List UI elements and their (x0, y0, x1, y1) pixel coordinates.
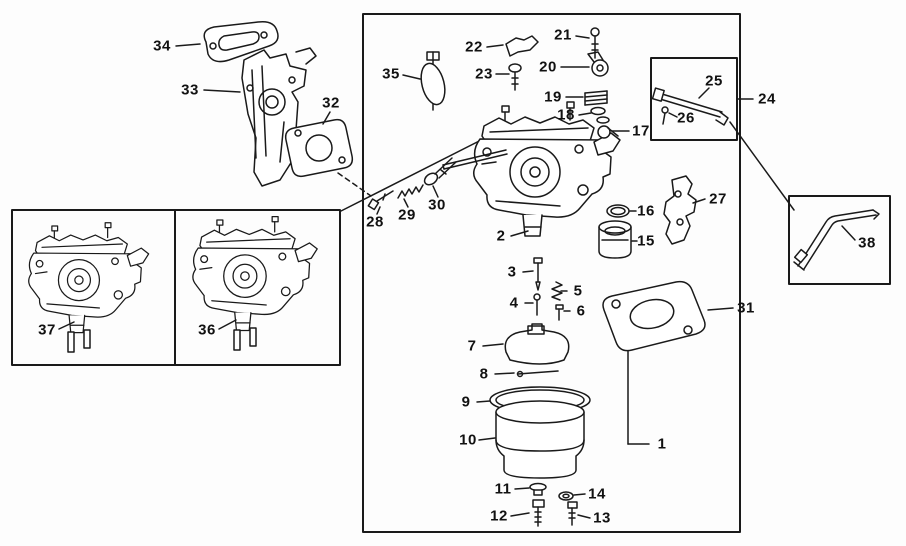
part-label-22: 22 (465, 38, 483, 56)
part-35-choke-plate (402, 51, 446, 111)
part-label-7: 7 (467, 337, 477, 355)
part-label-11: 11 (494, 480, 512, 498)
part-label-4: 4 (509, 294, 519, 312)
part-15-nozzle (598, 220, 638, 259)
part-16-oring (606, 204, 637, 218)
part-12-bowl-bolt (510, 499, 545, 527)
part-26-screw (661, 106, 678, 125)
part-label-8: 8 (479, 365, 489, 383)
part-label-5: 5 (573, 282, 583, 300)
variant-carbs-box (11, 209, 341, 366)
part-label-2: 2 (496, 227, 506, 245)
part-18-washers (578, 106, 610, 124)
part-label-23: 23 (475, 65, 493, 83)
part-28-screw (367, 190, 394, 215)
part-label-30: 30 (428, 196, 446, 214)
part-label-14: 14 (588, 485, 606, 503)
part-label-10: 10 (459, 431, 477, 449)
part-17-clip (597, 125, 630, 139)
part-19-spring (565, 90, 608, 106)
part-14-washer (558, 491, 586, 501)
part-29-spring (397, 184, 424, 208)
part-label-15: 15 (637, 232, 655, 250)
part-label-33: 33 (181, 81, 199, 99)
part-31-gasket (602, 280, 734, 352)
part-37-carburetor (28, 222, 150, 353)
part-34-gasket (175, 20, 279, 63)
part-30-screw (423, 157, 457, 198)
part-25-choke-rod (651, 87, 729, 126)
part-label-29: 29 (398, 206, 416, 224)
part-label-24: 24 (758, 90, 776, 108)
part-label-37: 37 (38, 321, 56, 339)
main-assembly-box (362, 13, 741, 533)
part-label-35: 35 (382, 65, 400, 83)
part-2-carburetor-body (472, 101, 621, 237)
part-label-16: 16 (637, 202, 655, 220)
connector-lines (337, 121, 795, 445)
part-label-25: 25 (705, 72, 723, 90)
part-label-26: 26 (677, 109, 695, 127)
part-label-34: 34 (153, 37, 171, 55)
part-38-rod (793, 209, 880, 271)
choke-parts-box (650, 57, 738, 141)
part-36-carburetor (192, 215, 318, 351)
part-label-20: 20 (539, 58, 557, 76)
part-7-float (482, 323, 570, 365)
part-3-needle (522, 257, 543, 291)
part-13-drain-bolt (567, 501, 591, 526)
part-label-36: 36 (198, 321, 216, 339)
part-11-washer (514, 482, 547, 496)
part-27-bracket (663, 175, 706, 245)
part-6-screw (555, 304, 571, 321)
part-label-6: 6 (576, 302, 586, 320)
part-5-spring (551, 281, 568, 301)
part-label-12: 12 (490, 507, 508, 525)
part-label-19: 19 (544, 88, 562, 106)
part-22-bracket (486, 35, 539, 57)
part-label-3: 3 (507, 263, 517, 281)
part-label-17: 17 (632, 122, 650, 140)
part-10-float-bowl (478, 400, 585, 479)
part-label-9: 9 (461, 393, 471, 411)
part-20-link (560, 51, 609, 77)
part-4-pin (524, 293, 541, 316)
part-21-screw (575, 27, 600, 59)
part-label-18: 18 (557, 106, 575, 124)
part-label-13: 13 (593, 509, 611, 527)
part-label-31: 31 (737, 299, 755, 317)
part-32-gasket (284, 111, 354, 178)
part-8-float-pin (494, 370, 559, 378)
part-23-screw (495, 63, 522, 91)
part-label-1: 1 (657, 435, 667, 453)
part-label-28: 28 (366, 213, 384, 231)
part-label-32: 32 (322, 94, 340, 112)
part-label-21: 21 (554, 26, 572, 44)
part-label-27: 27 (709, 190, 727, 208)
part-label-38: 38 (858, 234, 876, 252)
rod-part-box (788, 195, 891, 285)
